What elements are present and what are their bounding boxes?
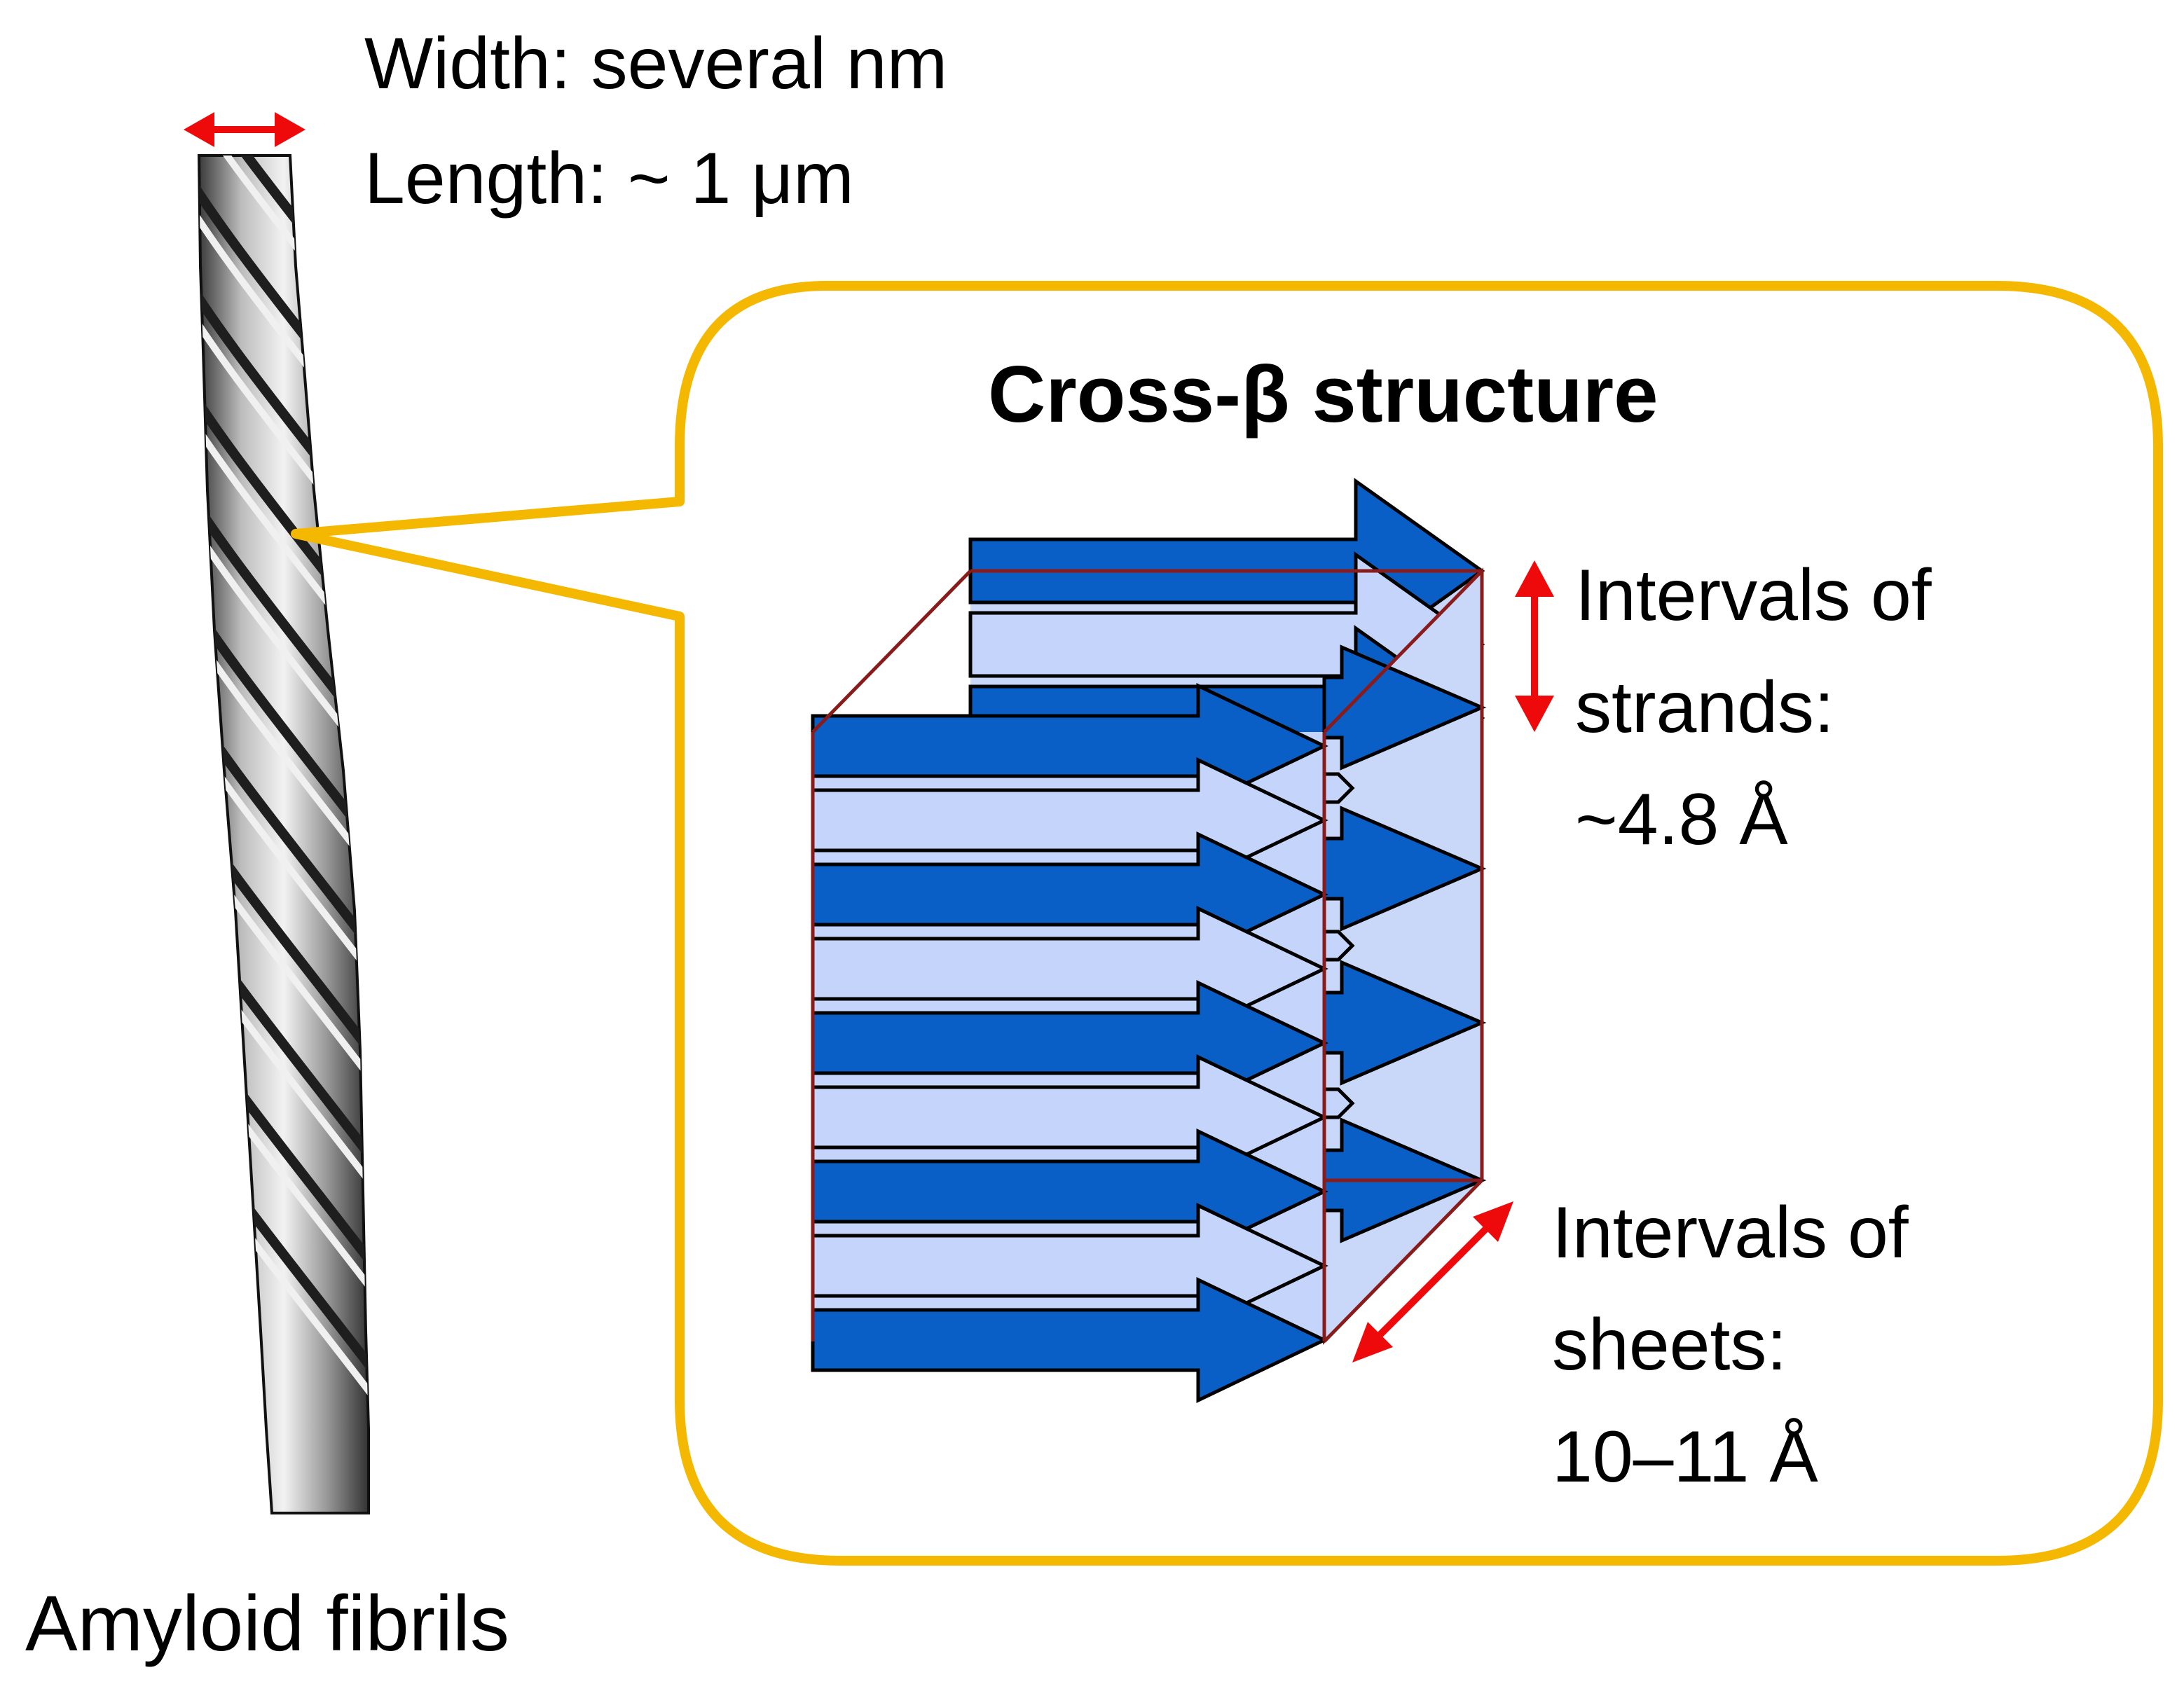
fibril-groove xyxy=(199,888,369,1189)
front-sheet-strands xyxy=(811,683,1328,1403)
width-arrow xyxy=(184,112,305,147)
side-strand-arrow xyxy=(1322,806,1487,932)
box-edges xyxy=(811,569,1484,1343)
fibril-caption: Amyloid fibrils xyxy=(25,1580,509,1667)
fibril-groove xyxy=(175,0,392,29)
side-strand-arrow xyxy=(1322,644,1487,771)
length-label: Length: ~ 1 μm xyxy=(364,138,854,219)
fibril-highlight xyxy=(199,1021,369,1320)
sheet-interval-line-2: sheets: xyxy=(1552,1304,1787,1386)
strand-interval-line-3: ~4.8 Å xyxy=(1575,779,1788,860)
fibril-groove xyxy=(199,1098,369,1399)
strand-interval-line-1: Intervals of xyxy=(1575,555,1932,636)
width-label: Width: several nm xyxy=(364,23,947,104)
amyloid-fibril xyxy=(175,0,392,1514)
fibril-highlight xyxy=(199,810,369,1110)
cross-beta-diagram xyxy=(811,478,1487,1403)
fibril-highlight xyxy=(175,0,392,56)
callout-title: Cross-β structure xyxy=(988,350,1658,439)
fibril-groove xyxy=(199,783,369,1084)
strand-interval-arrow xyxy=(1515,560,1554,732)
fibril-groove xyxy=(175,0,392,134)
front-strand-arrow-dark xyxy=(811,1277,1328,1403)
sheet-interval-line-3: 10–11 Å xyxy=(1552,1416,1818,1498)
fibril-highlight xyxy=(199,1126,369,1425)
fibril-groove xyxy=(199,993,369,1294)
strand-interval-line-2: strands: xyxy=(1575,667,1834,748)
sheet-interval-arrow xyxy=(1352,1201,1513,1362)
side-strand-arrow xyxy=(1322,960,1487,1086)
fibril-highlight xyxy=(199,916,369,1215)
sheet-interval-line-1: Intervals of xyxy=(1552,1192,1909,1274)
